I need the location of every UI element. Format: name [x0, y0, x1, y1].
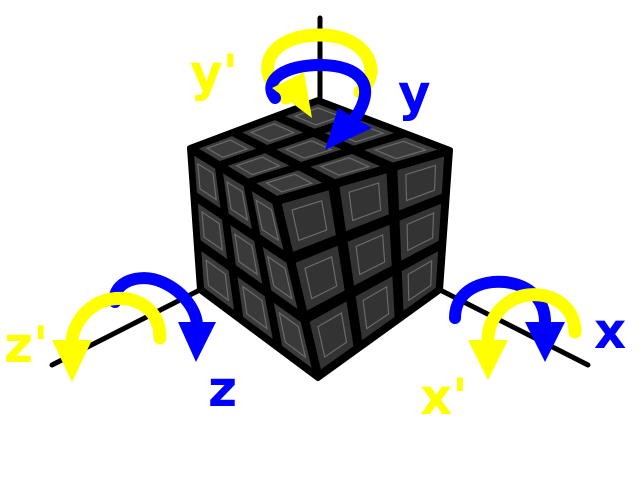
cube-sticker-highlight: [406, 212, 435, 252]
z-arrow-arc: [108, 272, 203, 332]
cube-sticker: [235, 116, 311, 150]
x-arrow-arc: [449, 275, 551, 328]
cube-sticker-highlight: [241, 285, 268, 330]
x-arrow-head: [525, 322, 565, 362]
cube-sticker: [189, 149, 225, 215]
cube-sticker-highlight: [405, 164, 437, 202]
y-prime-arrow-head: [272, 72, 312, 118]
cube-sticker: [257, 240, 303, 316]
cube-sticker: [218, 167, 257, 236]
cube-sticker-highlight: [205, 259, 230, 302]
cube-sticker: [268, 296, 317, 375]
cube-sticker-highlight: [197, 162, 217, 201]
cube-sticker: [249, 166, 330, 200]
cube-sticker-highlight: [235, 156, 281, 176]
cube-sticker: [220, 149, 297, 183]
cube-sticker: [225, 219, 268, 291]
cube-sticker-highlight: [407, 259, 433, 302]
cube-sticker: [335, 168, 393, 236]
rubiks-cube: [187, 97, 453, 381]
rotation-arrows: [52, 28, 582, 382]
x-prime-label: x': [420, 368, 468, 426]
x-prime-arrow-arc: [481, 288, 582, 347]
axis-labels: y' y z' z x x': [4, 44, 626, 426]
cube-sticker: [305, 296, 358, 375]
cube-sticker-highlight: [317, 312, 348, 358]
z-arrow-head: [178, 322, 216, 362]
y-arrow-head: [325, 108, 372, 150]
z-prime-label: z': [4, 316, 48, 374]
z-label: z: [208, 360, 237, 418]
cube-sticker: [356, 133, 446, 167]
cube-sticker-highlight: [226, 180, 249, 222]
cube-sticker: [232, 270, 278, 346]
cube-sticker: [192, 132, 264, 166]
cube-sticker: [303, 149, 388, 184]
cube-sticker: [193, 197, 232, 266]
cube-sticker-highlight: [249, 123, 296, 142]
z-prime-arrow-arc: [65, 291, 167, 355]
cube-sticker-highlight: [304, 256, 338, 300]
z-prime-arrow-head: [52, 340, 92, 382]
cube-sticker-highlight: [291, 200, 328, 242]
cube-sticker-highlight: [278, 311, 307, 359]
cube-sticker-highlight: [319, 157, 371, 176]
cube-sticker: [343, 219, 396, 291]
cube-sticker: [393, 151, 449, 216]
cube-sticker: [291, 241, 349, 316]
cube-sticker-highlight: [284, 140, 333, 159]
cube-sticker-highlight: [373, 140, 428, 160]
cube-sticker-highlight: [234, 233, 258, 276]
x-label: x: [594, 302, 626, 360]
cube-sticker-highlight: [348, 182, 382, 222]
cube-sticker-highlight: [355, 234, 386, 276]
cube-sticker: [397, 245, 443, 317]
cube-sticker-highlight: [205, 139, 249, 158]
x-prime-arrow-head: [468, 340, 508, 380]
cube-sticker: [395, 198, 446, 266]
cube-sticker-highlight: [362, 285, 390, 330]
cube-sticker: [277, 185, 341, 257]
cube-right-face: [277, 151, 449, 375]
y-label: y: [398, 64, 431, 122]
cube-sticker-highlight: [265, 173, 314, 193]
y-arrow-arc: [265, 58, 372, 124]
y-prime-arrow-arc: [261, 28, 378, 105]
cube-sticker-highlight: [255, 199, 280, 242]
cube-left-face: [189, 149, 317, 375]
cube-sticker-highlight: [266, 255, 293, 300]
cube-sticker: [351, 271, 399, 346]
cube-sticker: [197, 245, 239, 317]
y-prime-label: y': [190, 44, 238, 102]
cube-sticker-highlight: [201, 210, 224, 252]
